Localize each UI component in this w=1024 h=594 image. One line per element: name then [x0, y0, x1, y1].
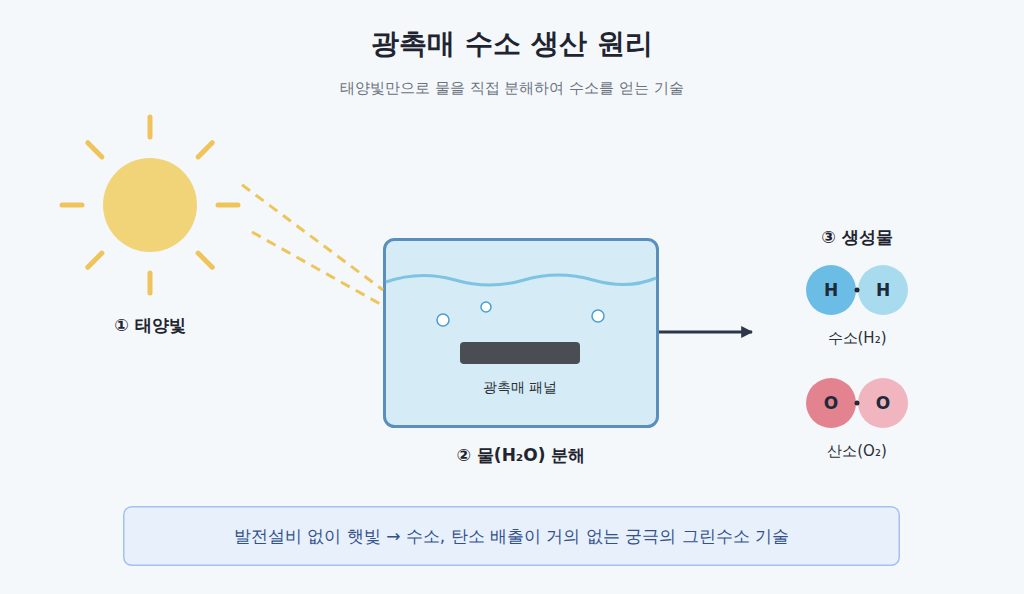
diagram-title: 광촉매 수소 생산 원리: [0, 24, 1024, 64]
light-ray-connector: [242, 185, 383, 290]
water-surface: [386, 275, 656, 285]
atom-symbol: O: [805, 377, 857, 429]
sun-ray: [198, 253, 212, 267]
note-text: 발전설비 없이 햇빛 → 수소, 탄소 배출이 거의 없는 궁극의 그린수소 기…: [123, 506, 900, 566]
sun-ray: [198, 143, 212, 157]
hydrogen-molecule: 수소(H₂)HH: [805, 264, 909, 316]
oxygen-molecule-shape: [805, 377, 909, 429]
sun-ray: [218, 203, 238, 208]
bubble: [481, 302, 491, 312]
hydrogen-atom: H: [805, 264, 857, 316]
molecule-label: 산소(O₂): [767, 441, 947, 461]
bubble: [437, 314, 449, 326]
atom-circle: [806, 265, 856, 315]
product-group: ③ 생성물수소(H₂)HH산소(O₂)OO: [752, 220, 962, 470]
atom-circle: [858, 378, 908, 428]
oxygen-atom: O: [857, 377, 909, 429]
sun-disc: [103, 158, 197, 252]
flow-arrow: [659, 331, 752, 334]
sun-ray: [62, 203, 82, 208]
panel-bar: [460, 342, 580, 364]
light-ray: [252, 232, 382, 305]
sun-node-shape: [58, 113, 242, 297]
oxygen-atom: O: [805, 377, 857, 429]
sun-ray: [88, 143, 102, 157]
tank-outline: [385, 240, 658, 427]
hydrogen-atom: H: [857, 264, 909, 316]
photocatalyst-panel: 광촉매 패널: [460, 342, 580, 364]
panel-label: 광촉매 패널: [420, 377, 620, 397]
water-tank: ② 물(H₂O) 분해광촉매 패널: [383, 238, 659, 428]
atom-symbol: H: [857, 264, 909, 316]
water-tank-shape: [383, 238, 659, 428]
photocatalyst-panel-shape: [460, 342, 580, 364]
step-label: ③ 생성물: [752, 225, 962, 249]
bond-dot: [855, 288, 860, 293]
atom-symbol: O: [857, 377, 909, 429]
subtitle: 태양빛만으로 물을 직접 분해하여 수소를 얻는 기술: [0, 76, 1024, 100]
oxygen-molecule: 산소(O₂)OO: [805, 377, 909, 429]
note-outline: [124, 507, 900, 566]
sun-ray: [88, 253, 102, 267]
atom-circle: [806, 378, 856, 428]
sun-ray: [148, 273, 153, 293]
atom-symbol: H: [805, 264, 857, 316]
sun-node: ① 태양빛: [58, 113, 242, 297]
step-label: ① 태양빛: [50, 313, 250, 337]
step-label: ② 물(H₂O) 분해: [383, 443, 659, 467]
bubble: [592, 310, 604, 322]
sun-ray: [148, 117, 153, 137]
atom-circle: [858, 265, 908, 315]
molecule-label: 수소(H₂): [767, 328, 947, 348]
bond-dot: [855, 401, 860, 406]
summary-note: 발전설비 없이 햇빛 → 수소, 탄소 배출이 거의 없는 궁극의 그린수소 기…: [123, 506, 900, 566]
hydrogen-molecule-shape: [805, 264, 909, 316]
